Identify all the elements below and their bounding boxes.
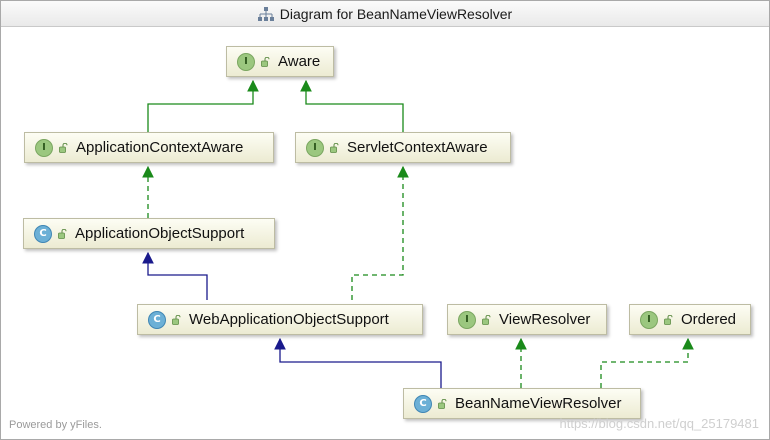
public-access-icon: [330, 142, 339, 153]
interface-icon: I: [237, 52, 255, 71]
watermark-text: https://blog.csdn.net/qq_25179481: [559, 416, 760, 431]
edge-bnvr-ordered: [600, 337, 694, 388]
interface-icon: I: [35, 138, 53, 157]
edge-webappobj-servletctxaware: [351, 165, 409, 300]
class-icon: C: [148, 310, 166, 329]
node-label: ViewResolver: [499, 311, 591, 328]
interface-icon: I: [640, 310, 658, 329]
public-access-icon: [438, 398, 447, 409]
interface-icon: I: [306, 138, 324, 157]
node-servlet-context-aware[interactable]: I ServletContextAware: [295, 132, 511, 163]
interface-icon: I: [458, 310, 476, 329]
public-access-icon: [59, 142, 68, 153]
node-label: ApplicationObjectSupport: [75, 225, 245, 242]
edge-servletctxaware-aware: [300, 79, 404, 132]
node-label: BeanNameViewResolver: [455, 395, 622, 412]
public-access-icon: [482, 314, 491, 325]
node-label: Ordered: [681, 311, 737, 328]
powered-by-label: Powered by yFiles.: [9, 419, 102, 431]
node-label: WebApplicationObjectSupport: [189, 311, 389, 328]
edge-appctxaware-aware: [147, 79, 259, 132]
node-aware[interactable]: I Aware: [226, 46, 334, 77]
public-access-icon: [261, 56, 270, 67]
window-title: Diagram for BeanNameViewResolver: [279, 5, 513, 22]
edge-layer: [142, 79, 694, 388]
public-access-icon: [664, 314, 673, 325]
edge-bnvr-webappobj: [274, 337, 442, 388]
class-icon: C: [34, 224, 52, 243]
class-icon: C: [414, 394, 432, 413]
public-access-icon: [172, 314, 181, 325]
title-bar: Diagram for BeanNameViewResolver: [1, 1, 769, 27]
edge-webappobj-appobj: [142, 251, 208, 300]
node-view-resolver[interactable]: I ViewResolver: [447, 304, 607, 335]
node-web-application-object-support[interactable]: C WebApplicationObjectSupport: [137, 304, 423, 335]
hierarchy-icon: [257, 6, 274, 21]
node-bean-name-view-resolver[interactable]: C BeanNameViewResolver: [403, 388, 641, 419]
diagram-canvas[interactable]: I Aware I ApplicationContextAware I Serv…: [1, 27, 769, 439]
node-application-object-support[interactable]: C ApplicationObjectSupport: [23, 218, 275, 249]
public-access-icon: [58, 228, 67, 239]
node-label: Aware: [278, 53, 321, 70]
node-ordered[interactable]: I Ordered: [629, 304, 751, 335]
node-application-context-aware[interactable]: I ApplicationContextAware: [24, 132, 274, 163]
node-label: ServletContextAware: [347, 139, 488, 156]
node-label: ApplicationContextAware: [76, 139, 244, 156]
